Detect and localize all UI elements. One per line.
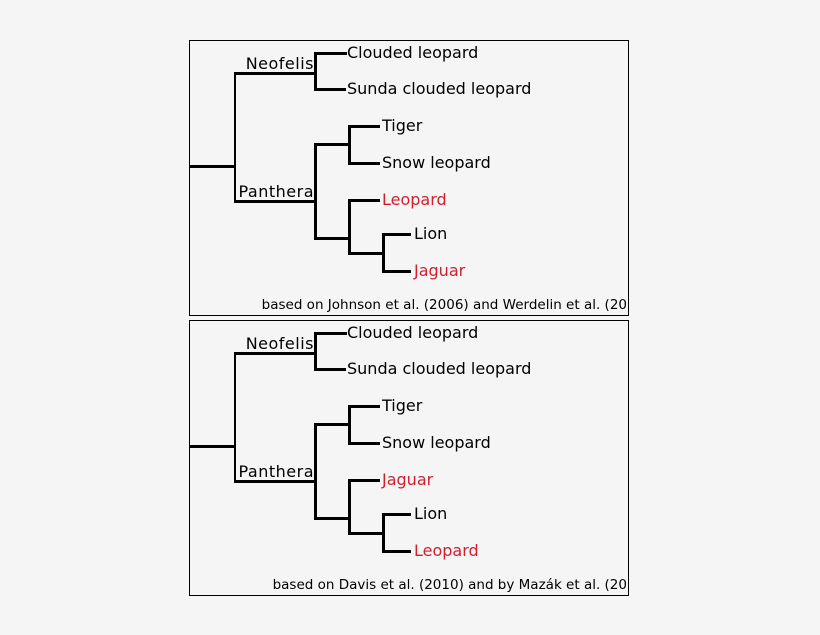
- branch-line-tiger: [348, 405, 380, 408]
- branch-line-neofelis: [233, 72, 317, 75]
- genus-label-panthera: Panthera: [238, 182, 314, 201]
- cladogram-1-canvas: Neofelis Panthera Clouded leopard Sunda …: [190, 41, 628, 315]
- branch-line-snow-leopard: [348, 442, 380, 445]
- branch-line-panthera-split: [314, 423, 317, 520]
- source-caption: based on Davis et al. (2010) and by Mazá…: [272, 577, 627, 593]
- branch-line-sunda-clouded-leopard: [314, 88, 346, 91]
- taxon-label-clouded-leopard: Clouded leopard: [347, 43, 479, 62]
- genus-label-panthera: Panthera: [238, 462, 314, 481]
- taxon-label-lion: Lion: [414, 224, 448, 243]
- branch-line-panthera: [233, 480, 317, 483]
- branch-line-sunda-clouded-leopard: [314, 368, 346, 371]
- taxon-label-tiger: Tiger: [382, 116, 423, 135]
- taxon-label-tiger: Tiger: [382, 396, 423, 415]
- genus-label-neofelis: Neofelis: [245, 334, 314, 353]
- cladogram-panel-2: Neofelis Panthera Clouded leopard Sunda …: [189, 320, 629, 596]
- taxon-label-clouded-leopard: Clouded leopard: [347, 323, 479, 342]
- branch-line-lion: [382, 513, 411, 516]
- branch-line-lion-jaguar-split: [382, 233, 385, 273]
- branch-line-jaguar-lion-leopard-clade: [314, 517, 350, 520]
- taxon-label-jaguar-highlighted: Jaguar: [382, 470, 434, 489]
- branch-line-leopard: [382, 550, 411, 553]
- taxon-label-sunda-clouded-leopard: Sunda clouded leopard: [347, 359, 532, 378]
- branch-line-tiger-snow-split: [348, 405, 351, 445]
- branch-line-tiger-snow-clade: [314, 423, 350, 426]
- source-caption: based on Johnson et al. (2006) and Werde…: [261, 297, 627, 313]
- branch-line-jaguar: [382, 270, 411, 273]
- branch-line-root-split: [233, 352, 236, 482]
- branch-line-clouded-leopard: [314, 332, 347, 335]
- branch-line-root: [190, 445, 236, 448]
- branch-line-neofelis-split: [314, 52, 317, 91]
- branch-line-jaguar: [348, 479, 380, 482]
- branch-line-leopard-clade-split: [348, 199, 351, 255]
- taxon-label-lion: Lion: [414, 504, 448, 523]
- branch-line-panthera-split: [314, 143, 317, 240]
- taxon-label-leopard-highlighted: Leopard: [414, 541, 479, 560]
- branch-line-jaguar-clade-split: [348, 479, 351, 535]
- cladogram-panel-1: Neofelis Panthera Clouded leopard Sunda …: [189, 40, 629, 316]
- taxon-label-sunda-clouded-leopard: Sunda clouded leopard: [347, 79, 532, 98]
- branch-line-lion-jaguar-clade: [348, 252, 384, 255]
- branch-line-root-split: [233, 72, 236, 202]
- genus-label-neofelis: Neofelis: [245, 54, 314, 73]
- branch-line-snow-leopard: [348, 162, 380, 165]
- branch-line-leopard-lion-jaguar-clade: [314, 237, 350, 240]
- taxon-label-snow-leopard: Snow leopard: [382, 433, 491, 452]
- branch-line-neofelis: [233, 352, 317, 355]
- cladogram-2-canvas: Neofelis Panthera Clouded leopard Sunda …: [190, 321, 628, 595]
- taxon-label-jaguar-highlighted: Jaguar: [414, 261, 466, 280]
- branch-line-tiger-snow-clade: [314, 143, 350, 146]
- taxon-label-leopard-highlighted: Leopard: [382, 190, 447, 209]
- branch-line-tiger: [348, 125, 380, 128]
- branch-line-leopard: [348, 199, 380, 202]
- branch-line-lion: [382, 233, 411, 236]
- branch-line-tiger-snow-split: [348, 125, 351, 165]
- branch-line-neofelis-split: [314, 332, 317, 371]
- branch-line-root: [190, 165, 236, 168]
- branch-line-clouded-leopard: [314, 52, 347, 55]
- branch-line-lion-leopard-split: [382, 513, 385, 553]
- taxon-label-snow-leopard: Snow leopard: [382, 153, 491, 172]
- branch-line-lion-leopard-clade: [348, 532, 384, 535]
- branch-line-panthera: [233, 200, 317, 203]
